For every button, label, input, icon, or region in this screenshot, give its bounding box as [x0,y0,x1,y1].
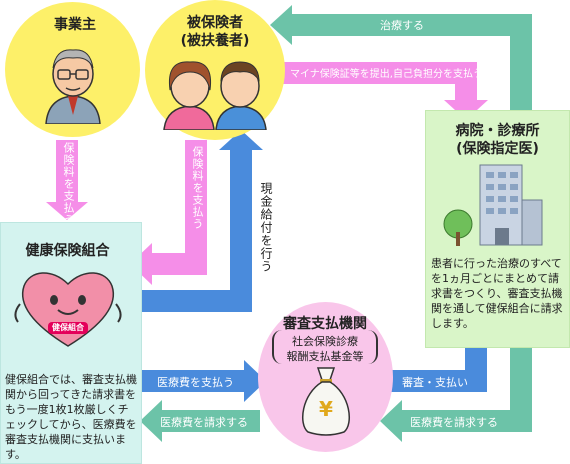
hospital-building-icon [440,160,550,250]
claim-right-arrow-vertical [510,344,532,432]
treatment-label: 治療する [380,19,424,32]
insured-premium-arrow-horizontal [150,253,207,275]
insured-label-line2: (被扶養者) [180,33,250,49]
employer-label: 事業主 [54,17,96,33]
fund-subtitle-line1: 社会保険診療 [292,335,358,348]
insured-label-line1: 被保険者 [187,15,243,31]
hospital-label-line2: (保険指定医) [456,141,539,157]
family-icon [160,50,270,131]
cash-benefit-label: 現金給付を行う [259,182,273,273]
employer-icon [38,40,108,125]
review-pay-arrow-horizontal [385,370,487,392]
present-card-arrow-horizontal [270,62,475,84]
cash-benefit-arrow-horizontal [140,290,252,312]
claim-left-arrow [160,410,260,432]
svg-text:¥: ¥ [319,397,333,421]
money-bag-icon: ¥ [296,364,356,436]
present-card-label: マイナ保険証等を提出,自己負担分を支払う [290,69,483,80]
fund-title: 審査支払機関 [283,316,367,332]
employer-premium-arrow-head [46,202,88,220]
claim-right-arrow-horizontal [400,410,532,432]
pay-medical-arrow [140,370,245,392]
claim-left-label: 医療費を請求する [160,416,248,429]
fund-subtitle-paren [272,330,378,364]
cash-benefit-arrow-vertical [230,148,252,312]
fund-subtitle-line2: 報酬支払基金等 [286,350,364,363]
present-card-arrow-vertical [455,62,477,100]
insured-premium-label: 保険料を支払う [191,146,204,230]
heart-badge-label: 健保組合 [52,323,84,332]
hospital-description: 患者に行った治療のすべてを1ヵ月ごとにまとめて請求書をつくり、審査支払機関を通し… [431,257,563,330]
hospital-label-line1: 病院・診療所 [455,123,540,139]
union-label: 健康保険組合 [25,243,110,259]
union-description: 健保組合では、審査支払機関から回ってきた請求書をもう一度1枚1枚厳しくチェックし… [5,373,137,461]
treatment-arrow-top-segment [290,14,532,36]
review-pay-arrow-vertical [465,345,487,392]
heart-mascot-icon [12,264,124,350]
employer-premium-label: 保険料を支払う [62,142,75,226]
employer-premium-arrow [56,140,78,202]
claim-left-arrow-head [140,400,162,442]
pay-medical-label: 医療費を支払う [157,376,234,389]
insured-premium-arrow-vertical [185,140,207,275]
claim-right-label: 医療費を請求する [410,416,498,429]
review-pay-label: 審査・支払い [402,376,468,389]
